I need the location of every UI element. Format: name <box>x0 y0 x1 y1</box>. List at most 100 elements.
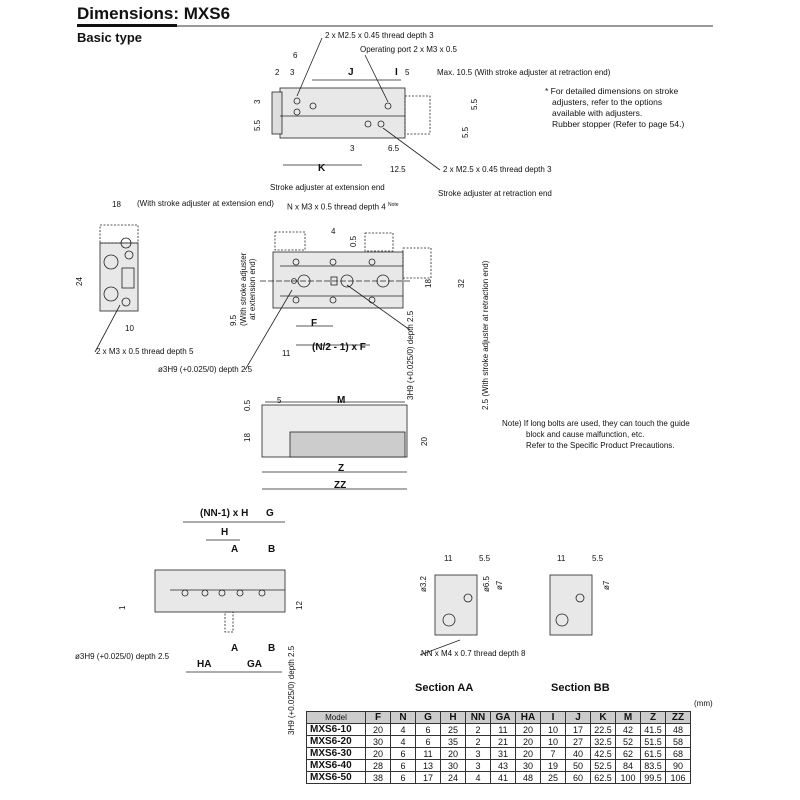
value-cell: 30 <box>515 759 541 772</box>
dim-label: (N/2 - 1) x F <box>312 342 366 353</box>
value-cell: 41 <box>490 771 516 784</box>
dim-label: I <box>395 67 398 78</box>
value-cell: 3 <box>465 747 491 760</box>
value-cell: 62.5 <box>590 771 616 784</box>
value-cell: 31 <box>490 747 516 760</box>
value-cell: 90 <box>665 759 691 772</box>
value-cell: 28 <box>365 759 391 772</box>
dim-label: 1 <box>118 605 127 610</box>
section-marker: B <box>268 544 276 555</box>
column-header: N <box>390 711 416 724</box>
section-marker: B <box>268 643 276 654</box>
dim-label: Z <box>338 463 345 474</box>
dim-label: 20 <box>420 437 429 446</box>
dim-label: 18 <box>112 200 121 209</box>
value-cell: 27 <box>565 735 591 748</box>
model-cell: MXS6-40 <box>306 759 366 772</box>
dim-label: M <box>337 395 346 406</box>
column-header: F <box>365 711 391 724</box>
model-cell: MXS6-30 <box>306 747 366 760</box>
value-cell: 17 <box>565 723 591 736</box>
value-cell: 6 <box>415 735 441 748</box>
dim-label: 3 <box>290 68 295 77</box>
value-cell: 32.5 <box>590 735 616 748</box>
value-cell: 99.5 <box>640 771 666 784</box>
dim-label: ø6.5 <box>482 575 491 592</box>
value-cell: 17 <box>415 771 441 784</box>
value-cell: 19 <box>540 759 566 772</box>
thread-callout: 2 x M2.5 x 0.45 thread depth 3 <box>443 165 552 174</box>
dim-note: (With stroke adjuster at extension end) <box>137 199 274 208</box>
value-cell: 106 <box>665 771 691 784</box>
pin-hole-callout: ø3H9 (+0.025/0) depth 2.5 <box>158 365 253 374</box>
adjuster-label: Stroke adjuster at extension end <box>270 183 385 192</box>
thread-callout: 2 x M3 x 0.5 thread depth 5 <box>96 347 194 356</box>
column-header: I <box>540 711 566 724</box>
dim-label: F <box>311 318 318 329</box>
value-cell: 22.5 <box>590 723 616 736</box>
thread-callout: N x M3 x 0.5 thread depth 4 Note <box>287 203 399 212</box>
value-cell: 25 <box>440 723 466 736</box>
value-cell: 52 <box>615 735 641 748</box>
dim-label: ø3.2 <box>419 575 428 592</box>
value-cell: 50 <box>565 759 591 772</box>
column-header: M <box>615 711 641 724</box>
section-aa-body <box>419 574 478 656</box>
value-cell: 62 <box>615 747 641 760</box>
dim-label: J <box>348 67 354 78</box>
value-cell: 20 <box>365 747 391 760</box>
value-cell: 20 <box>515 747 541 760</box>
column-header: Z <box>640 711 666 724</box>
dim-note: at extension end) <box>248 258 257 320</box>
value-cell: 60 <box>565 771 591 784</box>
value-cell: 10 <box>540 723 566 736</box>
thread-callout: 2 x M2.5 x 0.45 thread depth 3 <box>325 31 434 40</box>
column-header: NN <box>465 711 491 724</box>
end-view-body <box>94 224 139 353</box>
page-title: Dimensions: MXS6 <box>77 4 231 23</box>
value-cell: 42 <box>615 723 641 736</box>
dim-label: ø7 <box>602 580 611 590</box>
value-cell: 100 <box>615 771 641 784</box>
dim-label: 5.5 <box>470 98 479 110</box>
dim-label: G <box>266 508 274 519</box>
value-cell: 6 <box>390 747 416 760</box>
dim-label: 24 <box>75 277 84 286</box>
note-line: adjusters, refer to the options <box>552 97 663 107</box>
note-line: Rubber stopper (Refer to page 54.) <box>552 119 685 129</box>
note-line: available with adjusters. <box>552 108 643 118</box>
section-title: Section AA <box>415 682 474 694</box>
value-cell: 24 <box>440 771 466 784</box>
adjuster-label: Stroke adjuster at retraction end <box>438 189 552 198</box>
dim-label: GA <box>247 659 262 670</box>
note-mark: Note <box>387 202 399 208</box>
dim-note: 2.5 (With stroke adjuster at retraction … <box>481 260 490 410</box>
dim-label: 0.5 <box>349 235 358 247</box>
dim-label: 2 <box>275 68 280 77</box>
value-cell: 4 <box>390 735 416 748</box>
model-cell: MXS6-20 <box>306 735 366 748</box>
value-cell: 48 <box>665 723 691 736</box>
dim-label: ZZ <box>334 480 347 491</box>
value-cell: 30 <box>365 735 391 748</box>
title-rule-gray <box>177 25 713 27</box>
port-callout: Operating port 2 x M3 x 0.5 <box>360 45 457 54</box>
dim-label: (NN-1) x H <box>200 508 249 519</box>
dim-label: 5.5 <box>592 554 604 563</box>
value-cell: 42.5 <box>590 747 616 760</box>
value-cell: 41.5 <box>640 723 666 736</box>
value-cell: 2 <box>465 735 491 748</box>
dim-label: 12.5 <box>390 165 406 174</box>
dim-label: 11 <box>444 554 453 563</box>
value-cell: 21 <box>490 735 516 748</box>
dim-label: 18 <box>424 279 433 288</box>
max-callout: Max. 10.5 (With stroke adjuster at retra… <box>437 68 611 77</box>
value-cell: 58 <box>665 735 691 748</box>
slot-callout: 3H9 (+0.025/0) depth 2.5 <box>406 310 415 400</box>
column-header: ZZ <box>665 711 691 724</box>
value-cell: 2 <box>465 723 491 736</box>
value-cell: 40 <box>565 747 591 760</box>
